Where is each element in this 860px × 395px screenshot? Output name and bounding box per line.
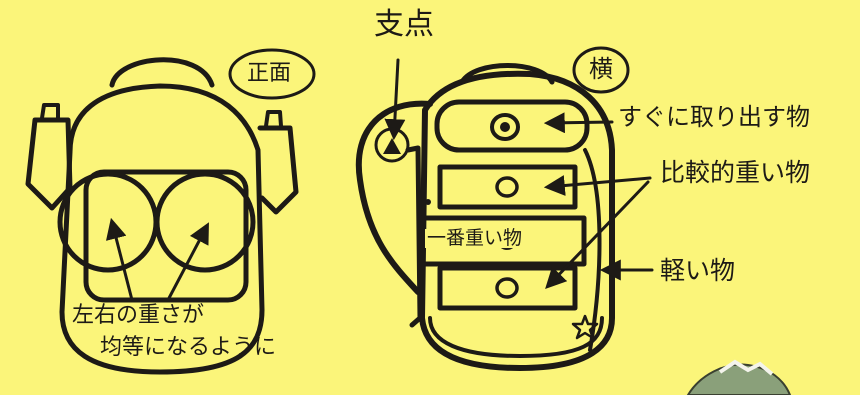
arrow-middle-2 <box>545 180 650 290</box>
side-title-oval <box>572 46 630 94</box>
arrow-top-pocket <box>543 112 614 134</box>
label-heaviest-items: 一番重い物 <box>425 227 525 249</box>
label-light-items: 軽い物 <box>660 256 736 285</box>
front-title-oval <box>228 48 316 100</box>
front-balance-note-line1: 左右の重さが <box>72 303 205 328</box>
side-view-title: 横 <box>589 55 613 83</box>
label-middle-items: 比較的重い物 <box>660 158 811 187</box>
front-balance-note-line2: 均等になるように <box>100 335 277 360</box>
fulcrum-marker <box>374 58 410 163</box>
label-top-pocket: すぐに取り出す物 <box>618 103 810 131</box>
arrow-middle-1 <box>543 175 652 196</box>
side-backpack <box>355 63 615 371</box>
front-backpack <box>25 57 299 375</box>
mountain-doodle <box>686 359 792 395</box>
front-view-title: 正面 <box>247 61 292 86</box>
fulcrum-label: 支点 <box>374 7 434 42</box>
